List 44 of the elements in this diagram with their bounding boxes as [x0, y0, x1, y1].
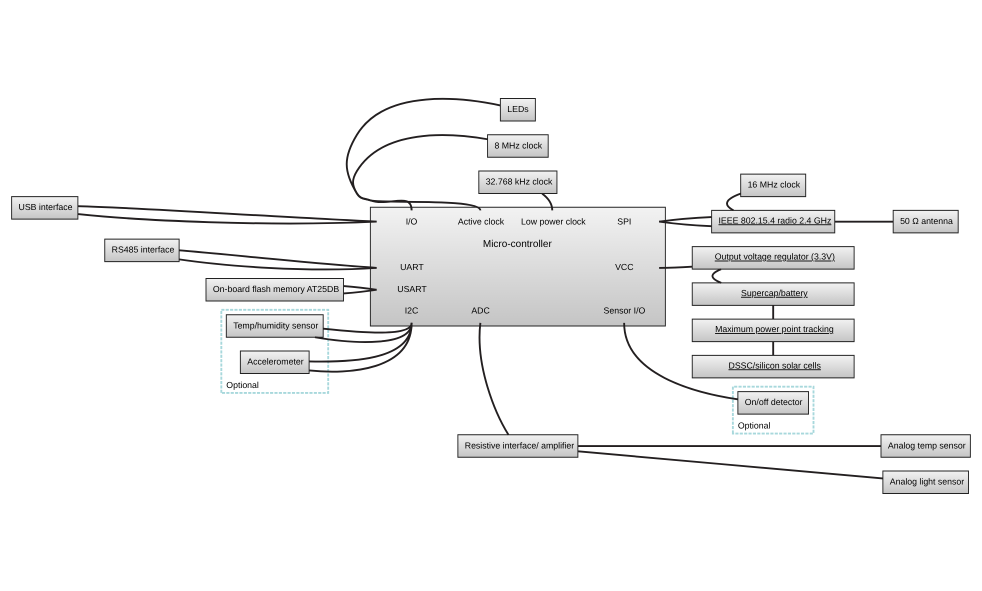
node-box: Supercap/battery — [692, 282, 855, 306]
node-box: 8 MHz clock — [487, 134, 549, 158]
connector — [346, 98, 500, 210]
node-box: On/off detector — [737, 390, 809, 414]
node-box: On-board flash memory AT25DB — [206, 278, 344, 301]
connector — [659, 265, 692, 268]
connector — [344, 288, 377, 294]
connector — [309, 322, 413, 372]
connector — [478, 322, 510, 435]
connector — [772, 304, 774, 319]
connector — [712, 268, 722, 284]
connector — [772, 341, 774, 355]
node-box: USB interface — [11, 196, 78, 220]
node-box: Accelerometer — [240, 350, 310, 374]
connector — [659, 220, 712, 227]
connector — [726, 192, 741, 211]
node-box: Output voltage regulator (3.3V) — [692, 246, 855, 270]
connector — [352, 134, 488, 210]
node-box: DSSC/silicon solar cells — [692, 354, 855, 378]
node-box: Maximum power point tracking — [692, 318, 855, 342]
node-box: I/O Active clock Low power clock SPI Micro-controller UART VCC USART I2C ADC Sensor I/O — [370, 206, 666, 326]
node-box: RS485 interface — [104, 238, 180, 262]
connector — [834, 220, 894, 222]
node-box: IEEE 802.15.4 radio 2.4 GHz — [711, 209, 836, 233]
node-box: LEDs — [500, 98, 536, 121]
node-box: Analog temp sensor — [880, 434, 971, 458]
node-box: 16 MHz clock — [740, 173, 806, 197]
connector — [314, 322, 413, 342]
connector — [542, 192, 554, 210]
connector — [623, 322, 738, 400]
node-box: Temp/humidity sensor — [226, 314, 324, 338]
node-box: Analog light sensor — [882, 470, 969, 494]
node-box: Resistive interface/ amplifier — [457, 434, 578, 458]
connector — [344, 284, 377, 290]
connector — [578, 444, 881, 446]
node-box: 32.768 kHz clock — [478, 170, 558, 194]
connector — [309, 322, 413, 362]
connector — [659, 216, 712, 222]
connector — [323, 322, 413, 333]
connector — [78, 204, 377, 222]
connector — [179, 248, 377, 268]
node-box: 50 Ω antenna — [892, 209, 959, 233]
connector — [179, 258, 377, 270]
connector — [578, 450, 883, 479]
